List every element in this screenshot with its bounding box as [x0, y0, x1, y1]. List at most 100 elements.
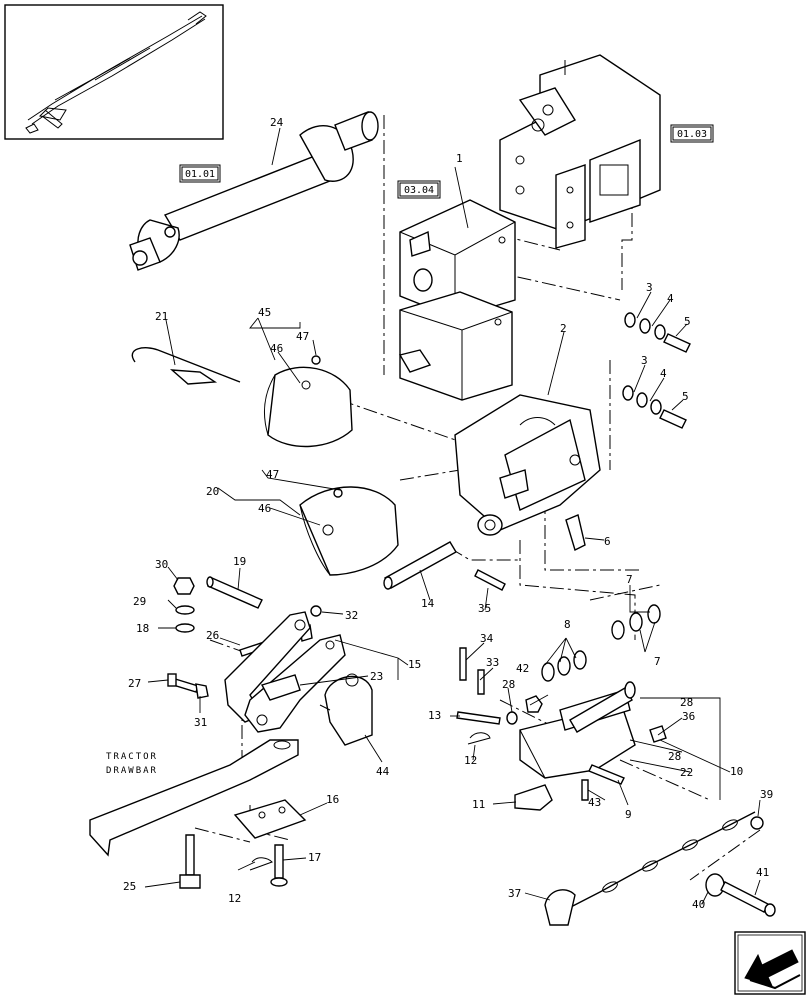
nut-30[interactable]: [173, 577, 195, 595]
nut-42[interactable]: [525, 695, 543, 713]
nut-28[interactable]: [506, 711, 518, 725]
shield-upper[interactable]: [263, 355, 353, 448]
callout-28: 28: [668, 750, 681, 763]
washer-40[interactable]: [705, 873, 725, 897]
reference-box-03-04[interactable]: 03.04: [397, 180, 441, 199]
drawbar-caption-line1: TRACTOR: [106, 752, 158, 762]
callout-17: 17: [308, 851, 321, 864]
shield-lower[interactable]: [299, 486, 399, 576]
bolt-41[interactable]: [720, 881, 776, 917]
clevis-link-15[interactable]: [224, 611, 346, 733]
callout-3: 3: [646, 281, 653, 294]
bolt-25[interactable]: [179, 834, 201, 889]
callout-19: 19: [233, 555, 246, 568]
callout-34: 34: [480, 632, 494, 645]
callout-16: 16: [326, 793, 339, 806]
pin-17[interactable]: [270, 844, 288, 887]
clamp-plate-16[interactable]: [233, 799, 307, 839]
pin-19[interactable]: [206, 576, 263, 609]
washer-set-upper[interactable]: [624, 312, 691, 353]
hitch-jaw-11[interactable]: [514, 784, 553, 811]
spacer-washers-7[interactable]: [611, 604, 661, 640]
pin-34[interactable]: [459, 647, 467, 681]
callout-28: 28: [502, 678, 515, 691]
callout-4: 4: [667, 292, 674, 305]
clevis-23[interactable]: [260, 674, 301, 701]
callout-21: 21: [155, 310, 168, 323]
callout-32: 32: [345, 609, 358, 622]
callout-1: 1: [456, 152, 463, 165]
callout-37: 37: [508, 887, 521, 900]
reference-box-01-03[interactable]: 01.03: [670, 124, 714, 143]
pin-13[interactable]: [456, 711, 501, 725]
callout-46: 46: [270, 342, 283, 355]
washer-29[interactable]: [175, 605, 195, 615]
reference-box-01-01[interactable]: 01.01: [179, 164, 221, 183]
callout-46: 46: [258, 502, 271, 515]
callout-30: 30: [155, 558, 168, 571]
callout-5: 5: [682, 390, 689, 403]
callout-41: 41: [756, 866, 769, 879]
callout-31: 31: [194, 716, 207, 729]
handle-rod[interactable]: [131, 347, 241, 385]
reference-box-label: 01.03: [677, 129, 707, 140]
callout-14: 14: [421, 597, 435, 610]
callout-11: 11: [472, 798, 485, 811]
drawbar-caption-line2: DRAWBAR: [106, 766, 158, 776]
fitting-36[interactable]: [649, 725, 667, 743]
callout-labels: 1 2 3 3 4 4 5 5 6 7 7 8 9 10 11 12 12 13…: [123, 116, 773, 911]
callout-10: 10: [730, 765, 743, 778]
washer-18[interactable]: [175, 623, 195, 633]
callout-7: 7: [654, 655, 661, 668]
callout-18: 18: [136, 622, 149, 635]
reference-box-label: 01.01: [185, 169, 215, 180]
machine-overview-thumbnail[interactable]: [4, 4, 224, 140]
gearbox[interactable]: [398, 199, 516, 401]
safety-chain[interactable]: [544, 811, 764, 926]
pin-43[interactable]: [581, 779, 589, 801]
bracket-44[interactable]: [319, 673, 373, 746]
pto-driveline[interactable]: [129, 111, 379, 271]
reference-box-label: 03.04: [404, 185, 434, 196]
callout-29: 29: [133, 595, 146, 608]
callout-2: 2: [560, 322, 567, 335]
bolt-27[interactable]: [167, 673, 199, 693]
callout-25: 25: [123, 880, 136, 893]
callout-33: 33: [486, 656, 499, 669]
clip-12-upper[interactable]: [467, 732, 491, 745]
pivot-pin-28[interactable]: [569, 681, 636, 733]
callout-45: 45: [258, 306, 271, 319]
hitch-pin-14[interactable]: [383, 541, 457, 590]
callout-23: 23: [370, 670, 383, 683]
spacer-washers-8[interactable]: [541, 650, 587, 682]
lock-clip[interactable]: [565, 514, 586, 551]
leader-lines: [144, 127, 761, 905]
callout-36: 36: [682, 710, 695, 723]
clip-12-lower[interactable]: [249, 857, 273, 871]
callout-47: 47: [266, 468, 279, 481]
callout-28: 28: [680, 696, 693, 709]
nut-32[interactable]: [310, 605, 322, 617]
callout-43: 43: [588, 796, 601, 809]
nut-31[interactable]: [195, 683, 209, 699]
pin-33[interactable]: [477, 669, 485, 695]
callout-40: 40: [692, 898, 705, 911]
previous-page-arrow-icon[interactable]: [734, 931, 806, 995]
callout-15: 15: [408, 658, 421, 671]
callout-8: 8: [564, 618, 571, 631]
callout-6: 6: [604, 535, 611, 548]
callout-3: 3: [641, 354, 648, 367]
callout-12: 12: [464, 754, 477, 767]
mounting-bracket[interactable]: [499, 54, 661, 249]
callout-42: 42: [516, 662, 529, 675]
pin-9[interactable]: [588, 764, 625, 785]
callout-22: 22: [680, 766, 693, 779]
callout-47: 47: [296, 330, 309, 343]
callout-44: 44: [376, 765, 390, 778]
callout-9: 9: [625, 808, 632, 821]
hitch-frame[interactable]: [454, 394, 601, 536]
callout-5: 5: [684, 315, 691, 328]
pin-35[interactable]: [474, 569, 506, 591]
washer-set-lower[interactable]: [622, 385, 687, 429]
